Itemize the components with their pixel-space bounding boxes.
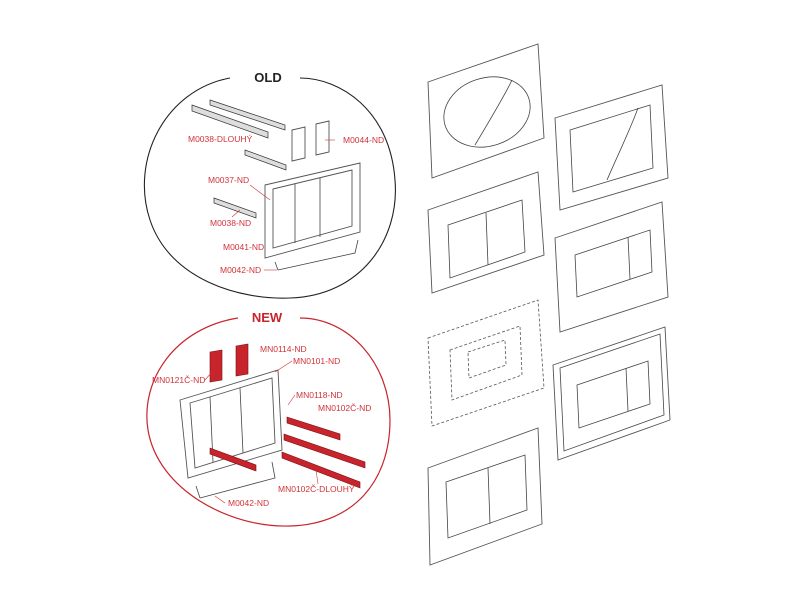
svg-text:MN0114-ND: MN0114-ND [260, 344, 307, 354]
svg-text:MN0102Č-DLOUHÝ: MN0102Č-DLOUHÝ [278, 484, 355, 494]
svg-text:M0038-DLOUHÝ: M0038-DLOUHÝ [188, 134, 253, 144]
old-outline [143, 77, 396, 299]
old-labels: M0038-DLOUHÝ M0044-ND M0037-ND M0038-ND … [188, 134, 384, 275]
plate-curved-split [554, 84, 669, 211]
new-red-rails-mn0102 [209, 416, 366, 489]
new-frame-mn0101 [179, 369, 283, 499]
svg-text:M0044-ND: M0044-ND [343, 135, 384, 145]
plate-oval-button [427, 43, 545, 179]
svg-text:MN0118-ND: MN0118-ND [296, 390, 343, 400]
svg-text:M0042-ND: M0042-ND [220, 265, 261, 275]
new-red-plates-mn0121 [209, 343, 249, 383]
svg-text:MN0102Č-ND: MN0102Č-ND [318, 403, 371, 413]
old-rails [191, 99, 287, 219]
new-labels: MN0114-ND MN0101-ND MN0121Č-ND MN0118-ND… [152, 344, 371, 508]
svg-text:M0038-ND: M0038-ND [210, 218, 251, 228]
old-plates-m0044 [291, 120, 330, 162]
flush-plates [427, 43, 671, 566]
new-section: NEW MN0114-ND MN0101-ND MN0121Č-ND MN011… [146, 309, 391, 527]
plate-rect-single [554, 201, 669, 333]
plate-rounded-dual [427, 171, 545, 294]
old-section: OLD M0038-DLOUHÝ M0044-ND M0037-ND M0038… [143, 69, 396, 299]
new-title: NEW [252, 310, 283, 325]
plate-dashed [427, 299, 545, 427]
old-frame-m0037 [264, 162, 361, 271]
plate-square-dual [427, 427, 543, 566]
svg-text:M0037-ND: M0037-ND [208, 175, 249, 185]
svg-text:M0041-ND: M0041-ND [223, 242, 264, 252]
plate-framed-rect [552, 326, 671, 461]
svg-text:MN0121Č-ND: MN0121Č-ND [152, 375, 205, 385]
new-outline [146, 317, 391, 527]
svg-text:M0042-ND: M0042-ND [228, 498, 269, 508]
old-title: OLD [254, 70, 281, 85]
svg-text:MN0101-ND: MN0101-ND [293, 356, 340, 366]
